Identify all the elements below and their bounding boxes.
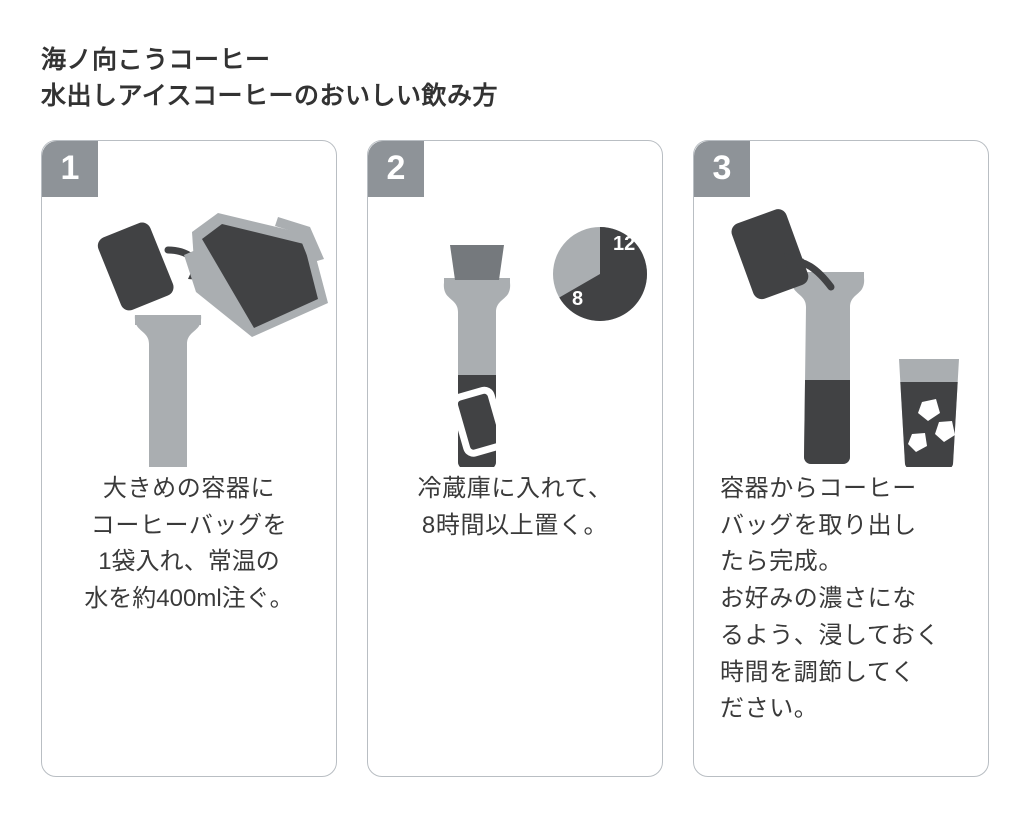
step-card-3: 3: [693, 140, 989, 777]
step-illustration-3: [694, 197, 988, 467]
jar-icon: [134, 315, 202, 467]
step-card-1: 1: [41, 140, 337, 777]
clock-pie-icon: 12 8: [553, 227, 648, 321]
step-number-badge-3: 3: [694, 141, 750, 197]
step-caption-2: 冷蔵庫に入れて、 8時間以上置く。: [368, 471, 662, 544]
step-caption-1: 大きめの容器に コーヒーバッグを 1袋入れ、常温の 水を約400ml注ぐ。: [42, 471, 336, 618]
step-illustration-2: 12 8: [368, 197, 662, 467]
page-title-line-1: 海ノ向こうコーヒー: [41, 46, 271, 74]
pitcher-icon: [184, 213, 328, 337]
caption-line: ださい。: [720, 695, 819, 723]
step-illustration-1: [42, 197, 336, 467]
step-card-2: 2: [367, 140, 663, 777]
jar-with-coffee-icon: [791, 272, 865, 464]
clock-label-8: 8: [572, 288, 583, 310]
step-number-badge-2: 2: [368, 141, 424, 197]
caption-line: お好みの濃さにな: [720, 585, 917, 613]
page-title-line-2: 水出しアイスコーヒーのおいしい飲み方: [41, 81, 499, 110]
caption-line: 水を約400ml注ぐ。: [84, 585, 294, 613]
page-title: 海ノ向こうコーヒー 水出しアイスコーヒーのおいしい飲み方: [41, 43, 841, 114]
caption-line: 8時間以上置く。: [421, 511, 609, 539]
caption-line: 時間を調節してく: [720, 658, 916, 686]
caption-line: コーヒーバッグを: [90, 511, 288, 539]
coffee-bag-icon: [731, 209, 809, 300]
iced-coffee-glass-icon: [899, 359, 959, 467]
clock-label-12: 12: [613, 233, 635, 255]
bottle-icon: [443, 245, 511, 467]
step-caption-3: 容器からコーヒー バッグを取り出し たら完成。 お好みの濃さにな るよう、浸して…: [694, 471, 988, 728]
caption-line: 1袋入れ、常温の: [98, 548, 280, 576]
caption-line: るよう、浸しておく: [720, 621, 940, 649]
caption-line: 容器からコーヒー: [720, 475, 917, 502]
steps-container: 1: [41, 140, 989, 777]
step-number-badge-1: 1: [42, 141, 98, 197]
caption-line: 冷蔵庫に入れて、: [417, 475, 613, 502]
caption-line: 大きめの容器に: [102, 475, 276, 502]
ice-cube-icon: [918, 399, 940, 421]
ice-cube-icon: [935, 421, 955, 442]
caption-line: バッグを取り出し: [720, 511, 917, 539]
caption-line: たら完成。: [720, 548, 843, 576]
coffee-bag-icon: [97, 222, 174, 311]
arrow-remove-bag-icon: [784, 253, 835, 291]
ice-cube-icon: [908, 433, 927, 452]
